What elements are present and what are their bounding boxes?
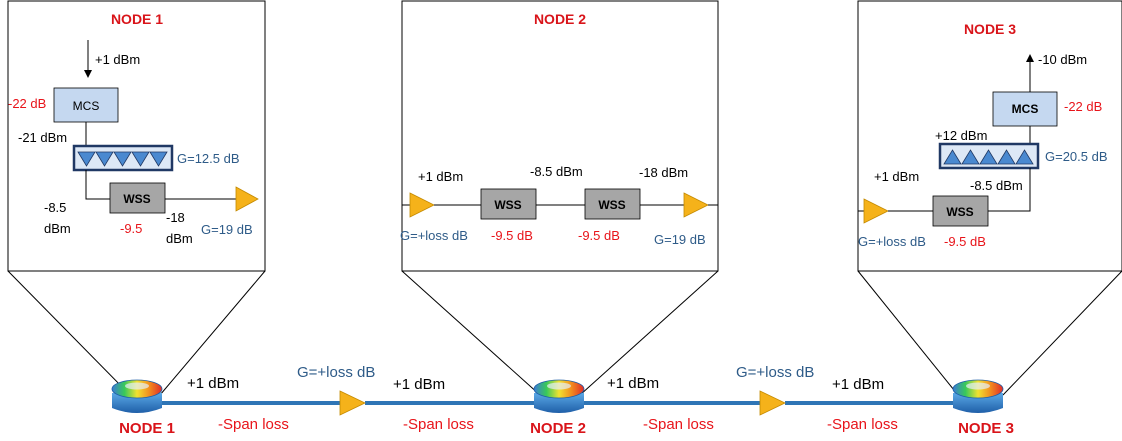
node2-roadm-icon — [533, 379, 585, 413]
node2-out-power: -18 dBm — [639, 165, 688, 180]
node1-wss-label: WSS — [123, 192, 150, 206]
link-span-loss-1: -Span loss — [218, 416, 289, 433]
node2-amplifier — [683, 192, 709, 218]
link-power-2: +1 dBm — [393, 376, 445, 393]
node3-amp-array — [938, 142, 1040, 170]
node3-wss-box — [932, 195, 989, 227]
node3-in-power: +1 dBm — [874, 169, 919, 184]
node1-wss-in-b: dBm — [44, 221, 71, 236]
link-node3-label: NODE 3 — [958, 420, 1014, 437]
link-node2-label: NODE 2 — [530, 420, 586, 437]
node2-panel: NODE 2 WSS WSS +1 dBm -8.5 dBm -18 dBm G… — [400, 0, 719, 272]
node2-wss2-box — [584, 188, 641, 220]
node2-wss1-loss: -9.5 dB — [491, 228, 533, 243]
node2-wss2-loss: -9.5 dB — [578, 228, 620, 243]
link-span-loss-2: -Span loss — [403, 416, 474, 433]
zoom-lines — [7, 270, 1122, 396]
node2-in-power: +1 dBm — [418, 169, 463, 184]
node3-mcs-loss: -22 dB — [1064, 99, 1102, 114]
node3-wss-loss: -9.5 dB — [944, 234, 986, 249]
link-amplifier-2 — [759, 390, 786, 416]
node2-pre-amplifier — [409, 192, 435, 218]
node1-array-gain: G=12.5 dB — [177, 151, 240, 166]
node2-title: NODE 2 — [534, 11, 586, 27]
node2-pre-amp-gain: G=+loss dB — [400, 228, 468, 243]
node3-output-power: -10 dBm — [1038, 52, 1087, 67]
link-amp2-gain: G=+loss dB — [736, 364, 814, 381]
node3-wss-label: WSS — [946, 205, 973, 219]
node3-roadm-icon — [952, 379, 1004, 413]
node1-panel: NODE 1 +1 dBm MCS -22 dB -21 dBm G=12.5 … — [7, 0, 266, 272]
link-span-loss-3: -Span loss — [643, 416, 714, 433]
node2-mid-power: -8.5 dBm — [530, 164, 583, 179]
node2-amp-gain: G=19 dB — [654, 232, 706, 247]
node3-array-gain: G=20.5 dB — [1045, 149, 1108, 164]
node1-wss-out-a: -18 — [166, 210, 185, 225]
node1-input-power: +1 dBm — [95, 52, 140, 67]
node1-mcs-loss: -22 dB — [8, 96, 46, 111]
node1-amplifier — [235, 186, 259, 212]
link-span-loss-4: -Span loss — [827, 416, 898, 433]
link-amp1-gain: G=+loss dB — [297, 364, 375, 381]
node1-wss-loss: -9.5 — [120, 221, 142, 236]
node1-wss-in-a: -8.5 — [44, 200, 66, 215]
node2-wss1-box — [480, 188, 537, 220]
link-amplifier-1 — [339, 390, 366, 416]
node3-array-out: +12 dBm — [935, 128, 987, 143]
node2-wss1-label: WSS — [494, 198, 521, 212]
node3-mcs-label: MCS — [1012, 102, 1039, 116]
node3-pre-amp-gain: G=+loss dB — [858, 234, 926, 249]
node3-mcs-box — [992, 91, 1058, 127]
node2-wss2-label: WSS — [598, 198, 625, 212]
node1-roadm-icon — [111, 379, 163, 413]
node3-pre-amplifier — [863, 198, 889, 224]
link-power-3: +1 dBm — [607, 375, 659, 392]
node3-panel: NODE 3 -10 dBm MCS -22 dB +12 dBm G=20.5… — [857, 0, 1122, 272]
node3-title: NODE 3 — [964, 21, 1016, 37]
node1-amp-gain: G=19 dB — [201, 222, 253, 237]
node1-after-mcs: -21 dBm — [18, 130, 67, 145]
node3-wss-out: -8.5 dBm — [970, 178, 1023, 193]
node1-wss-box — [109, 182, 166, 214]
link-node1-label: NODE 1 — [119, 420, 175, 437]
node1-title: NODE 1 — [111, 11, 163, 27]
node1-wss-out-b: dBm — [166, 231, 193, 246]
node1-amp-array — [72, 144, 174, 172]
fiber-link — [158, 390, 955, 416]
link-power-4: +1 dBm — [832, 376, 884, 393]
link-power-1: +1 dBm — [187, 375, 239, 392]
node1-mcs-label: MCS — [73, 99, 100, 113]
